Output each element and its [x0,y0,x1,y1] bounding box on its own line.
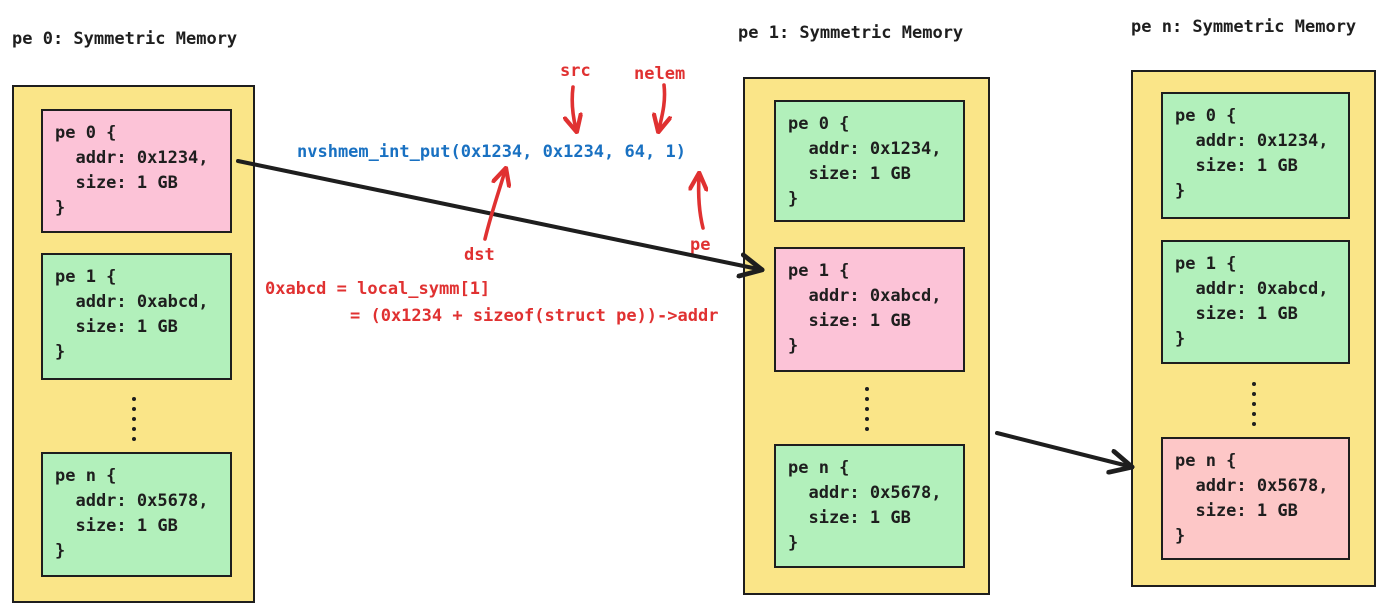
ellipsis-dot [1251,382,1256,386]
block-line: addr: 0x1234, [1175,131,1329,151]
block-line: pe 1 { [1175,254,1237,274]
address-note-line2: = (0x1234 + sizeof(struct pe))->addr [350,306,719,326]
block-line: size: 1 GB [55,516,178,536]
block-line: size: 1 GB [788,311,911,331]
block-line: pe n { [788,458,850,478]
block-line: pe 0 { [788,114,850,134]
pe-pointer-arrow [699,176,703,230]
pe1-block-pe1: pe 1 { addr: 0xabcd, size: 1 GB } [774,247,965,372]
block-line: } [1175,526,1186,546]
block-line: pe 1 { [788,261,850,281]
block-line: } [1175,329,1186,349]
block-line: addr: 0xabcd, [55,292,209,312]
block-line: size: 1 GB [788,164,911,184]
pe1-memory-column: pe 0 { addr: 0x1234, size: 1 GB } pe 1 {… [743,77,990,595]
ellipsis-dot [1251,412,1256,416]
block-line: } [788,189,799,209]
vertical-ellipsis [1133,382,1374,426]
pe1-block-pen: pe n { addr: 0x5678, size: 1 GB } [774,444,965,568]
block-line: pe n { [1175,451,1237,471]
address-note-line1: 0xabcd = local_symm[1] [265,279,491,299]
ellipsis-dot [131,417,136,421]
src-pointer-arrow [572,85,576,129]
ellipsis-dot [864,397,869,401]
pe0-block-pe0: pe 0 { addr: 0x1234, size: 1 GB } [41,109,232,233]
block-line: size: 1 GB [55,317,178,337]
block-line: size: 1 GB [1175,304,1298,324]
ellipsis-dot [864,417,869,421]
dst-arg-label: dst [464,245,495,265]
ellipsis-dot [864,427,869,431]
block-line: addr: 0x5678, [788,483,942,503]
ellipsis-dot [131,407,136,411]
block-line: } [55,342,66,362]
vertical-ellipsis [745,387,988,431]
block-line: pe 1 { [55,267,117,287]
block-line: pe 0 { [55,123,117,143]
vertical-ellipsis [14,397,253,441]
block-line: pe n { [55,466,117,486]
block-line: size: 1 GB [1175,501,1298,521]
ellipsis-dot [864,407,869,411]
pe0-memory-column: pe 0 { addr: 0x1234, size: 1 GB } pe 1 {… [12,85,255,603]
ellipsis-dot [1251,402,1256,406]
block-line: } [1175,181,1186,201]
block-line: size: 1 GB [788,508,911,528]
block-line: addr: 0x1234, [788,139,942,159]
block-line: size: 1 GB [1175,156,1298,176]
pen-block-pe1: pe 1 { addr: 0xabcd, size: 1 GB } [1161,240,1350,364]
pe1-column-title: pe 1: Symmetric Memory [738,23,964,43]
pen-column-title: pe n: Symmetric Memory [1131,17,1357,37]
ellipsis-dot [864,387,869,391]
block-line: size: 1 GB [55,173,178,193]
transfer-arrow-pe1-to-pen [995,431,1128,466]
pen-block-pen: pe n { addr: 0x5678, size: 1 GB } [1161,437,1350,560]
src-arg-label: src [560,61,591,81]
transfer-arrow-pe0-to-pe1 [236,159,758,269]
pe0-block-pen: pe n { addr: 0x5678, size: 1 GB } [41,452,232,577]
block-line: addr: 0x1234, [55,148,209,168]
ellipsis-dot [131,397,136,401]
pen-block-pe0: pe 0 { addr: 0x1234, size: 1 GB } [1161,92,1350,219]
block-line: } [55,198,66,218]
pe-arg-label: pe [690,235,711,255]
block-line: } [55,541,66,561]
ellipsis-dot [1251,422,1256,426]
block-line: addr: 0x5678, [55,491,209,511]
pe0-column-title: pe 0: Symmetric Memory [12,29,238,49]
block-line: } [788,533,799,553]
dst-pointer-arrow [483,171,505,241]
pen-memory-column: pe 0 { addr: 0x1234, size: 1 GB } pe 1 {… [1131,70,1376,587]
nelem-arg-label: nelem [634,64,686,84]
ellipsis-dot [131,437,136,441]
nelem-pointer-arrow [659,83,665,129]
pe1-block-pe0: pe 0 { addr: 0x1234, size: 1 GB } [774,100,965,222]
block-line: addr: 0x5678, [1175,476,1329,496]
block-line: pe 0 { [1175,106,1237,126]
block-line: addr: 0xabcd, [1175,279,1329,299]
ellipsis-dot [131,427,136,431]
pe0-block-pe1: pe 1 { addr: 0xabcd, size: 1 GB } [41,253,232,380]
ellipsis-dot [1251,392,1256,396]
block-line: } [788,336,799,356]
block-line: addr: 0xabcd, [788,286,942,306]
nvshmem-put-call: nvshmem_int_put(0x1234, 0x1234, 64, 1) [297,142,686,162]
